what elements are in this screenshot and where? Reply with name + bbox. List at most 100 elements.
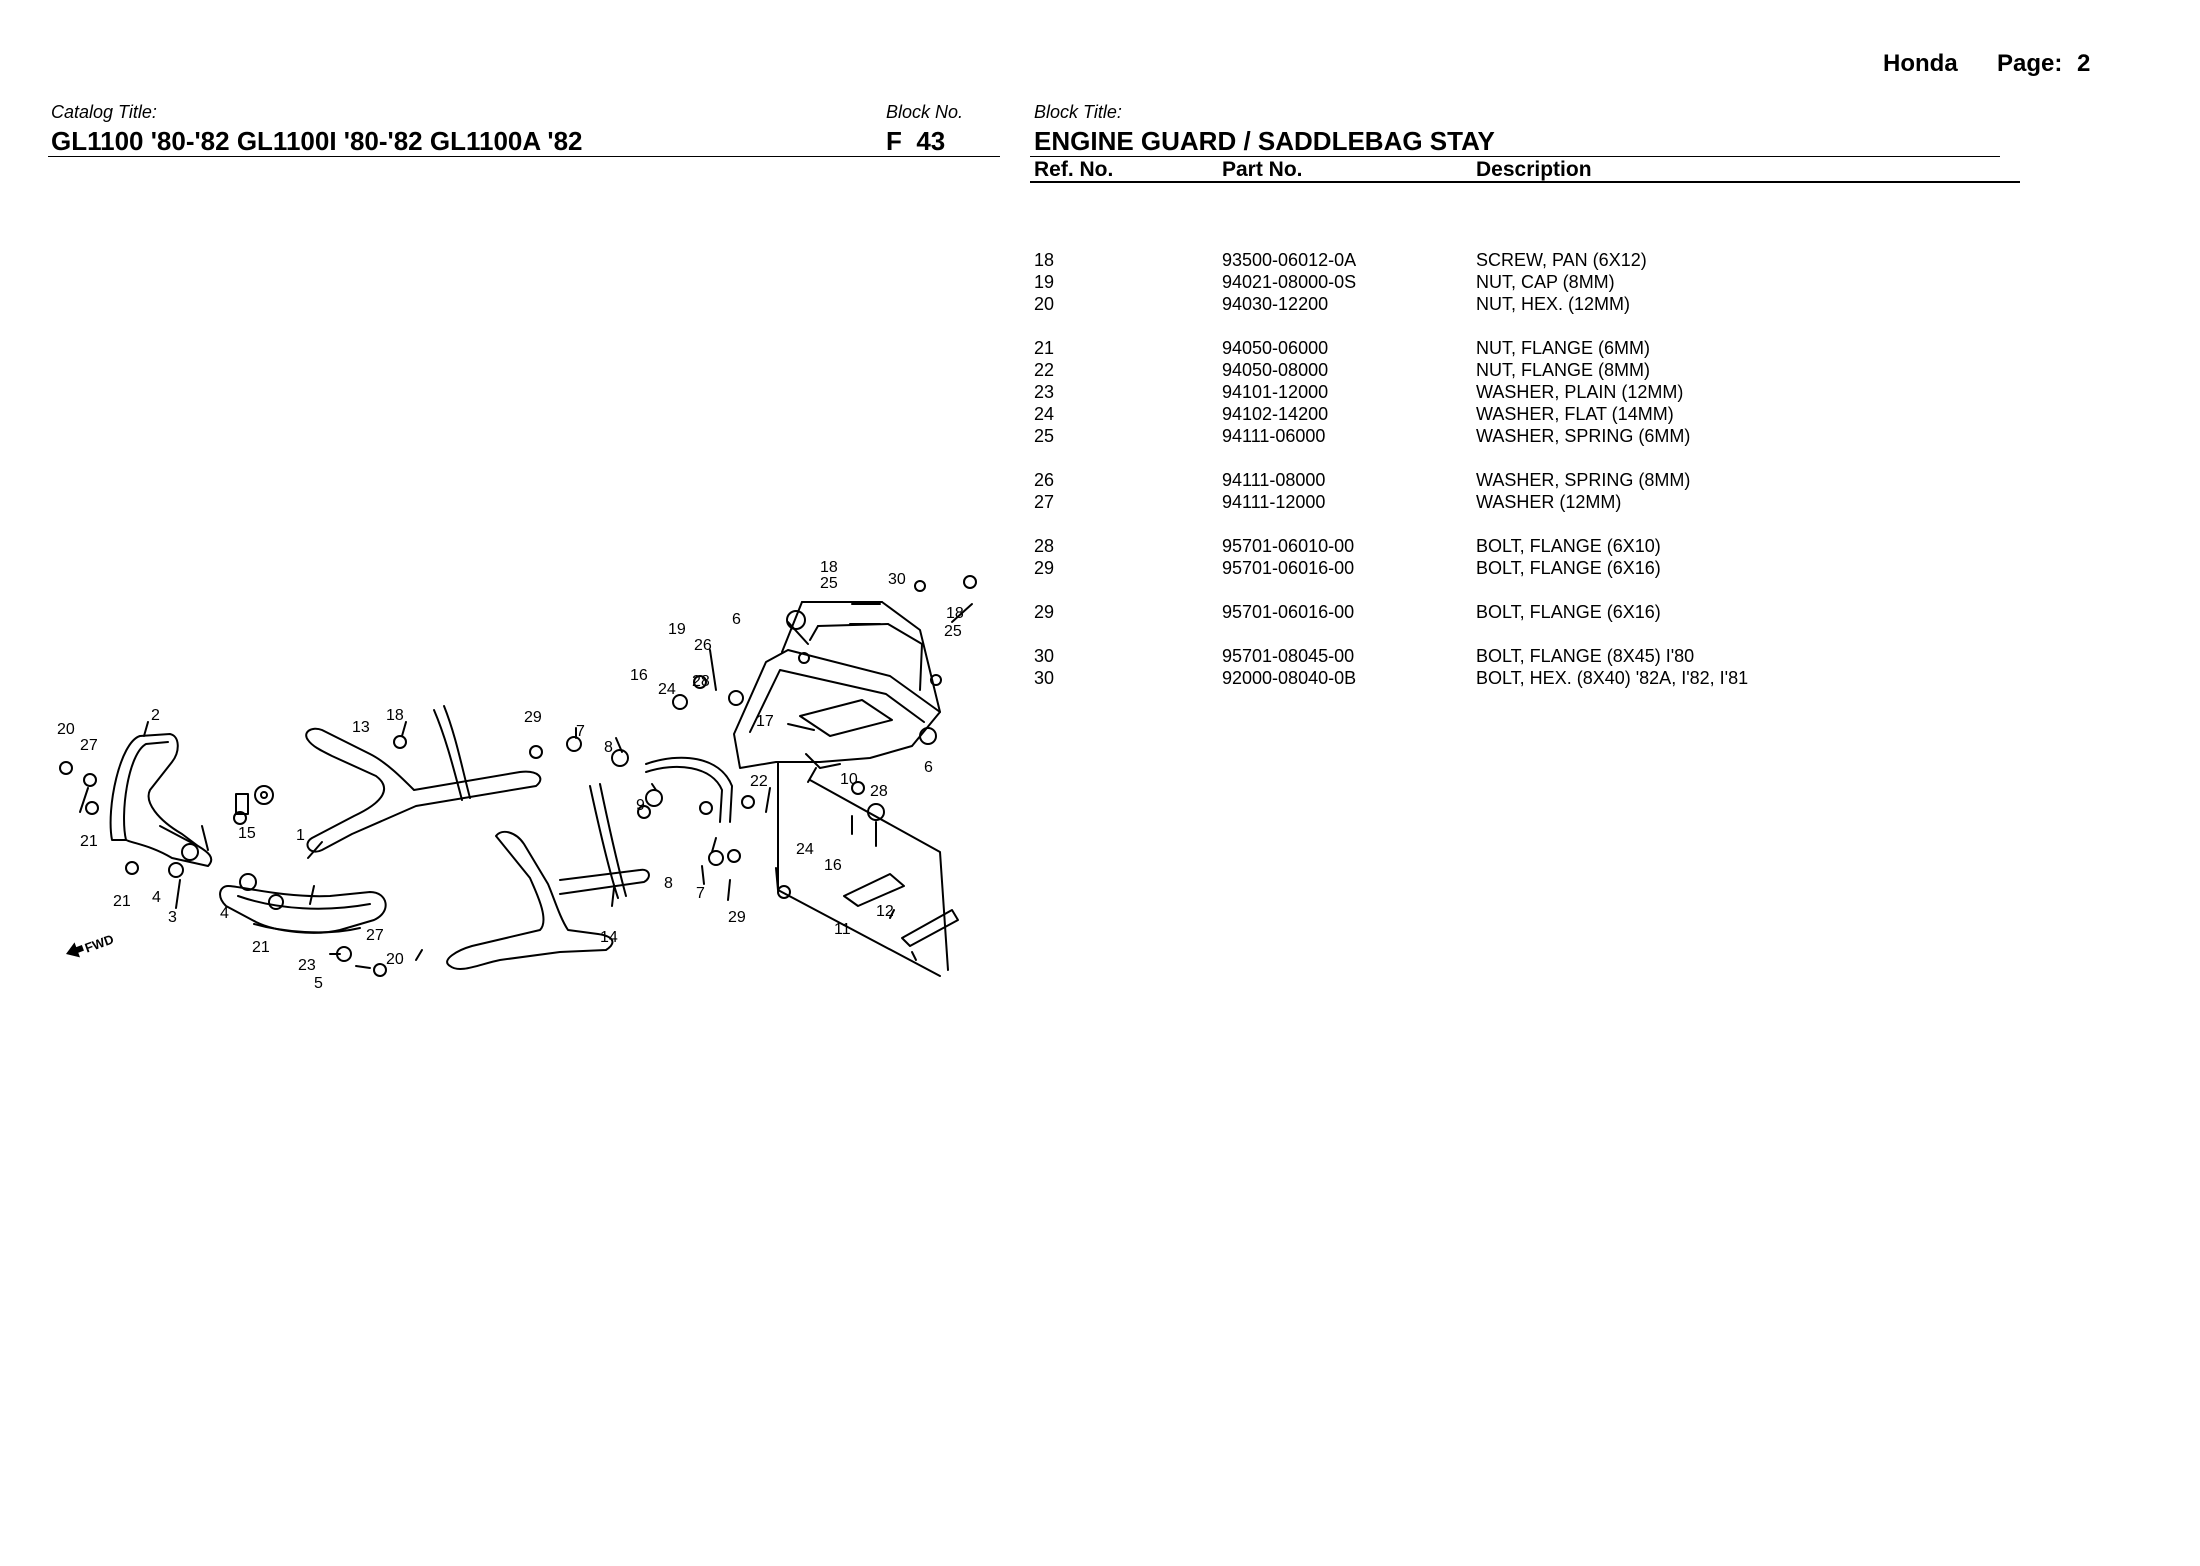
fwd-label: FWD (83, 931, 116, 955)
cell-part-no: 94101-12000 (1222, 382, 1329, 402)
cell-description: NUT, FLANGE (8MM) (1476, 360, 1651, 380)
cell-part-no: 93500-06012-0A (1222, 250, 1357, 270)
cell-ref-no: 19 (1034, 272, 1055, 292)
page-label: Page: (1997, 50, 2063, 77)
callout-24: 24 (658, 681, 676, 698)
callout-26: 26 (694, 637, 712, 654)
callout-15: 15 (238, 825, 256, 842)
callout-20: 20 (386, 951, 404, 968)
callout-8: 8 (664, 875, 673, 892)
cell-description: WASHER, SPRING (6MM) (1476, 426, 1691, 446)
column-header-part: Part No. (1222, 158, 1303, 181)
table-header-rule (1030, 181, 2020, 183)
catalog-title-caption: Catalog Title: (51, 102, 157, 122)
cell-description: BOLT, FLANGE (6X16) (1476, 602, 1661, 622)
cell-description: BOLT, FLANGE (8X45) I'80 (1476, 646, 1695, 666)
callout-6: 6 (924, 759, 933, 776)
page-number: 2 (2077, 50, 2091, 77)
callout-10: 10 (840, 771, 858, 788)
callout-4: 4 (152, 889, 161, 906)
callout-18: 18 (386, 707, 404, 724)
callout-29: 29 (728, 909, 746, 926)
callout-7: 7 (576, 723, 585, 740)
cell-description: BOLT, HEX. (8X40) '82A, I'82, I'81 (1476, 668, 1749, 688)
callout-11: 11 (834, 921, 851, 938)
callout-2: 2 (151, 707, 160, 724)
cell-part-no: 94111-08000 (1222, 470, 1326, 490)
cell-ref-no: 26 (1034, 470, 1055, 490)
callout-8: 8 (604, 739, 613, 756)
cell-part-no: 94111-06000 (1222, 426, 1326, 446)
column-header-description: Description (1476, 158, 1592, 181)
callout-21: 21 (252, 939, 270, 956)
callout-21: 21 (80, 833, 98, 850)
cell-ref-no: 30 (1034, 668, 1055, 688)
cell-part-no: 94050-06000 (1222, 338, 1329, 358)
cell-description: WASHER, SPRING (8MM) (1476, 470, 1691, 490)
title-divider (48, 156, 1000, 157)
cell-description: NUT, CAP (8MM) (1476, 272, 1615, 292)
callout-1: 1 (296, 827, 305, 844)
callout-25: 25 (944, 623, 962, 640)
cell-ref-no: 21 (1034, 338, 1055, 358)
callout-24: 24 (796, 841, 814, 858)
cell-part-no: 94102-14200 (1222, 404, 1329, 424)
block-no-caption: Block No. (886, 102, 964, 122)
catalog-title: GL1100 '80-'82 GL1100I '80-'82 GL1100A '… (51, 126, 583, 156)
callout-14: 14 (600, 929, 618, 946)
cell-ref-no: 29 (1034, 558, 1055, 578)
callout-27: 27 (366, 927, 384, 944)
cell-ref-no: 20 (1034, 294, 1055, 314)
cell-ref-no: 27 (1034, 492, 1055, 512)
block-title: ENGINE GUARD / SADDLEBAG STAY (1034, 126, 1495, 156)
cell-ref-no: 29 (1034, 602, 1055, 622)
cell-part-no: 95701-06010-00 (1222, 536, 1355, 556)
callout-29: 29 (524, 709, 542, 726)
cell-part-no: 94050-08000 (1222, 360, 1329, 380)
cell-description: WASHER, PLAIN (12MM) (1476, 382, 1684, 402)
exploded-parts-diagram: FWD 2 20 27 21 15 1 21 4 3 4 21 23 5 27 … (57, 559, 977, 992)
cell-description: NUT, FLANGE (6MM) (1476, 338, 1651, 358)
cell-ref-no: 30 (1034, 646, 1055, 666)
cell-description: SCREW, PAN (6X12) (1476, 250, 1647, 270)
cell-part-no: 92000-08040-0B (1222, 668, 1357, 688)
callout-20: 20 (57, 721, 75, 738)
cell-ref-no: 18 (1034, 250, 1055, 270)
callout-18: 18 (946, 605, 964, 622)
callout-12: 12 (876, 903, 894, 920)
cell-ref-no: 24 (1034, 404, 1055, 424)
cell-description: WASHER (12MM) (1476, 492, 1622, 512)
cell-ref-no: 25 (1034, 426, 1055, 446)
callout-16: 16 (824, 857, 842, 874)
block-title-caption: Block Title: (1034, 102, 1122, 122)
callout-30: 30 (888, 571, 906, 588)
cell-ref-no: 28 (1034, 536, 1055, 556)
cell-part-no: 95701-06016-00 (1222, 558, 1355, 578)
cell-part-no: 94030-12200 (1222, 294, 1329, 314)
callout-21: 21 (113, 893, 131, 910)
callout-19: 19 (668, 621, 686, 638)
callout-13: 13 (352, 719, 370, 736)
callout-16: 16 (630, 667, 648, 684)
cell-description: NUT, HEX. (12MM) (1476, 294, 1631, 314)
block-no-value: F 43 (886, 126, 946, 156)
cell-ref-no: 23 (1034, 382, 1055, 402)
cell-part-no: 94111-12000 (1222, 492, 1326, 512)
callout-25: 25 (820, 575, 838, 592)
callout-9: 9 (636, 797, 645, 814)
brand-name: Honda (1883, 50, 1958, 77)
cell-description: WASHER, FLAT (14MM) (1476, 404, 1674, 424)
callout-17: 17 (756, 713, 774, 730)
cell-part-no: 95701-06016-00 (1222, 602, 1355, 622)
callout-7: 7 (696, 885, 705, 902)
cell-description: BOLT, FLANGE (6X16) (1476, 558, 1661, 578)
callout-18: 18 (820, 559, 838, 576)
cell-ref-no: 22 (1034, 360, 1055, 380)
callout-28: 28 (692, 673, 710, 690)
callout-4: 4 (220, 905, 229, 922)
callout-3: 3 (168, 909, 177, 926)
cell-part-no: 95701-08045-00 (1222, 646, 1355, 666)
callout-6: 6 (732, 611, 741, 628)
cell-description: BOLT, FLANGE (6X10) (1476, 536, 1661, 556)
cell-part-no: 94021-08000-0S (1222, 272, 1357, 292)
